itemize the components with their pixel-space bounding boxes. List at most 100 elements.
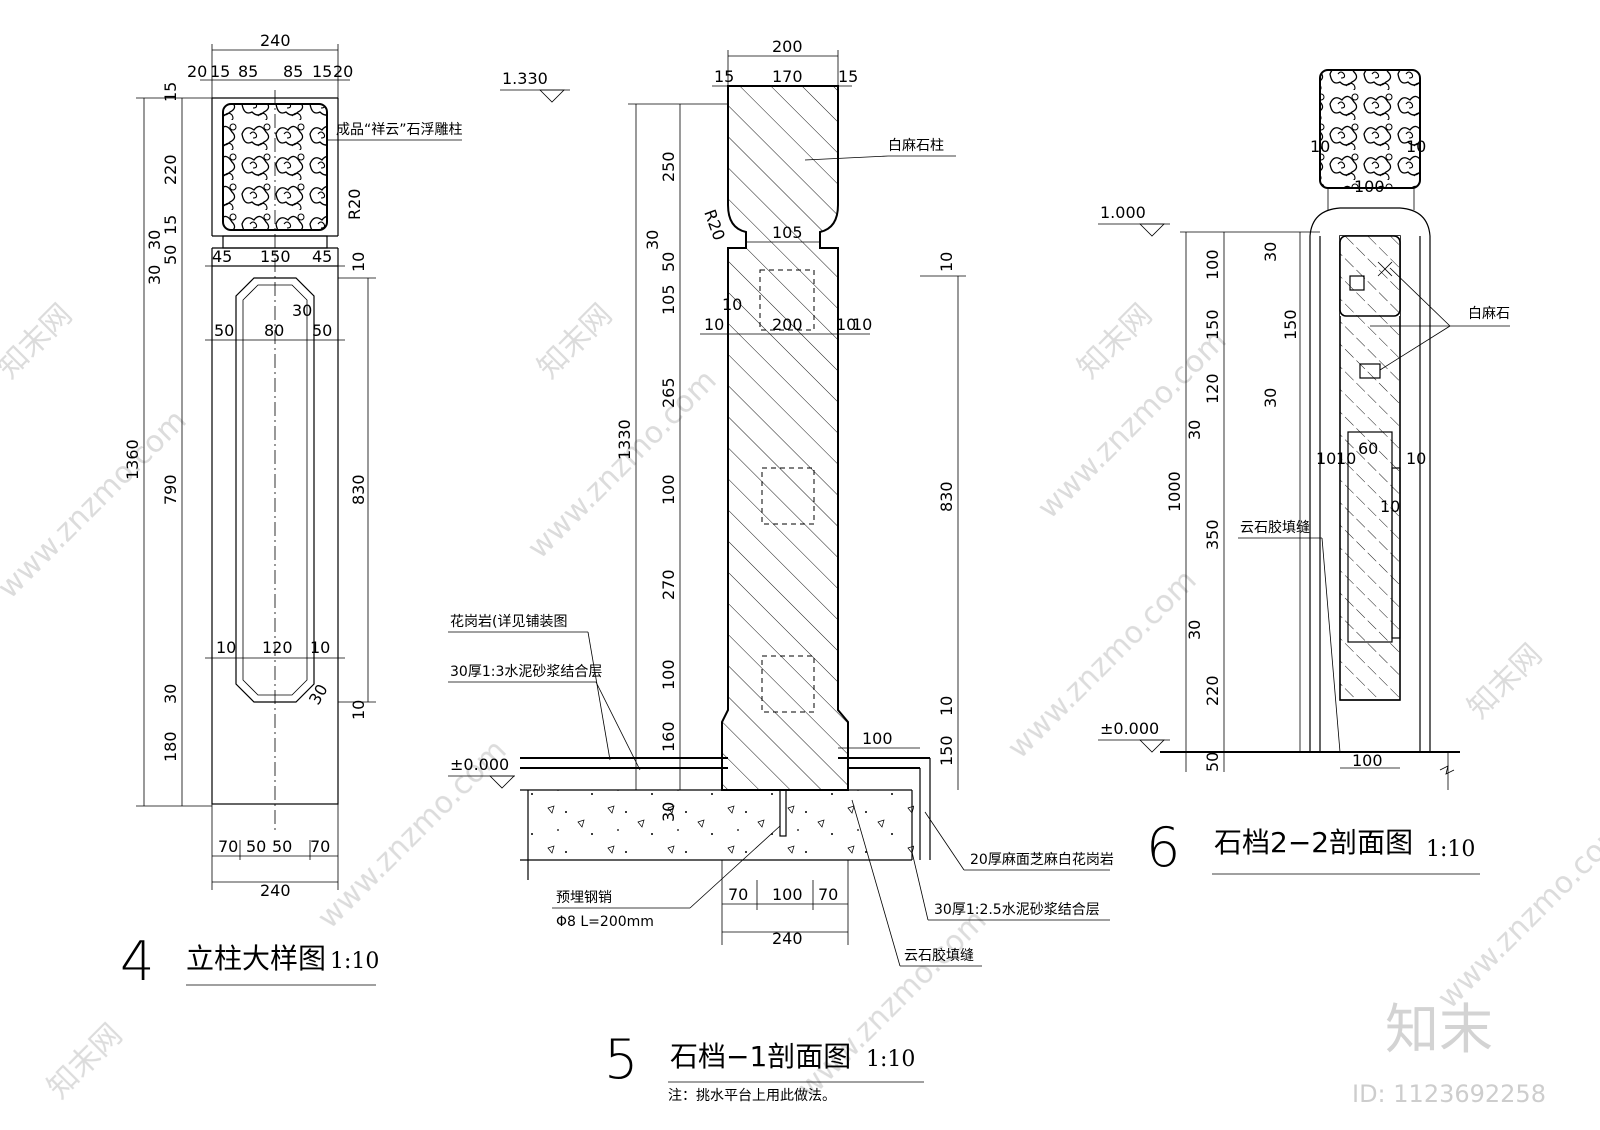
dim-text: 10 [937,252,956,272]
dim-text: 100 [659,474,678,505]
detail-title: 立柱大样图 [186,942,326,975]
dim-text: 10 [1310,137,1330,156]
radius-label: R20 [345,189,364,220]
dim-text: 50 [312,321,332,340]
callout-carved-cap: 成品“祥云”石浮雕柱 [336,122,463,138]
dim-text: 70 [728,885,748,904]
dim-text: 265 [659,377,678,408]
dim-text: 70 [818,885,838,904]
dim-text: 250 [659,151,678,182]
dim-text: 100 [659,659,678,690]
dim-top-total: 240 [260,31,291,50]
dim-text: 120 [262,638,293,657]
dim-text: 50 [214,321,234,340]
label-dowel: 预埋钢销 [556,890,612,906]
dim-text: 10 [349,700,368,720]
dim-text: 50 [161,245,180,265]
watermark-text: www.znzmo.com [791,903,994,1106]
dim-text: 15 [161,82,180,102]
dim-text: 10 [310,638,330,657]
dim-text: 50 [659,252,678,272]
dim-text: 30 [145,265,164,285]
label-pillar: 白麻石柱 [888,138,944,154]
dim-text: 350 [1203,519,1222,550]
dim-text: 220 [1203,675,1222,706]
dim-text: 10 [722,295,742,314]
dim-text: 45 [212,247,232,266]
dim-text: 85 [238,62,258,81]
carved-cap [1319,69,1421,189]
level-top: 1.000 [1100,203,1146,222]
detail-scale: 1:10 [330,949,379,974]
label-mortar13: 30厚1:3水泥砂浆结合层 [450,664,602,680]
dim-text: 30 [1261,242,1280,262]
dim-base-width: 100 [1352,751,1383,770]
dim-text: 270 [659,569,678,600]
watermark-text: 知末网 [531,297,619,385]
recessed-panel [235,277,315,703]
dim-text: 10 [836,315,856,334]
level-ground: ±0.000 [1100,719,1159,738]
radius-label: R20 [700,207,729,243]
dim-overhang: 100 [862,729,893,748]
dim-text: 170 [772,67,803,86]
label-stone: 白麻石 [1468,306,1510,322]
detail-number: 5 [604,1028,638,1091]
dim-text: 45 [312,247,332,266]
dim-text: 100 [1354,177,1385,196]
dim-text: 30 [145,230,164,250]
dim-text: 10 [1406,449,1426,468]
dim-text: 150 [1281,309,1300,340]
watermark-text: 知末网 [1461,637,1549,725]
dim-text: 100 [772,885,803,904]
dim-text: 30 [1185,620,1204,640]
watermark-text: 知末网 [1071,297,1159,385]
dim-text: 70 [218,837,238,856]
label-sealant: 云石胶填缝 [1240,519,1310,536]
dim-text: 220 [161,154,180,185]
dim-text: 10 [1380,497,1400,516]
detail-6-section: 10 10 100 1.000 ±0.000 1000 [1098,69,1510,879]
watermark-id: ID: 1123692258 [1352,1080,1546,1108]
dim-text: 60 [1358,439,1378,458]
dim-text: 10 [1336,449,1356,468]
watermark-text: 知末网 [0,297,79,385]
dim-text: 10 [937,696,956,716]
detail-number: 6 [1146,816,1180,879]
watermark-logo: 知末 [1385,998,1493,1061]
dim-text: 10 [852,315,872,334]
dim-right-total: 830 [937,481,956,512]
note-text: 注：挑水平台上用此做法。 [668,1088,836,1104]
dim-text: 50 [246,837,266,856]
dim-text: 160 [659,721,678,752]
watermark-text: www.znzmo.com [521,363,724,566]
dim-text: 30 [1261,388,1280,408]
dim-top-total: 200 [772,37,803,56]
detail-scale: 1:10 [1426,837,1475,862]
dim-text: 20 [333,62,353,81]
dim-text: 70 [310,837,330,856]
detail-title: 石档2−2剖面图 [1214,826,1413,859]
dim-text: 10 [216,638,236,657]
level-ground: ±0.000 [450,755,509,774]
detail-scale: 1:10 [866,1047,915,1072]
dim-text: 150 [1203,309,1222,340]
dim-text: 10 [1406,137,1426,156]
concrete-base [528,790,914,860]
dim-text: 30 [1185,420,1204,440]
label-granite: 花岗岩(详见铺装图 [450,614,567,630]
dim-text: 120 [1203,373,1222,404]
dim-text: 15 [838,67,858,86]
dim-text: 15 [312,62,332,81]
dim-base-total: 240 [772,929,803,948]
dim-text: 85 [283,62,303,81]
dim-text: 80 [264,321,284,340]
dim-text: 10 [1316,449,1336,468]
dim-text: 20 [187,62,207,81]
dim-text: 100 [1203,249,1222,280]
dim-text: 15 [161,215,180,235]
dim-text: 15 [210,62,230,81]
dim-text: 150 [937,735,956,766]
label-sealant: 云石胶填缝 [904,947,974,964]
dim-text: 10 [349,252,368,272]
